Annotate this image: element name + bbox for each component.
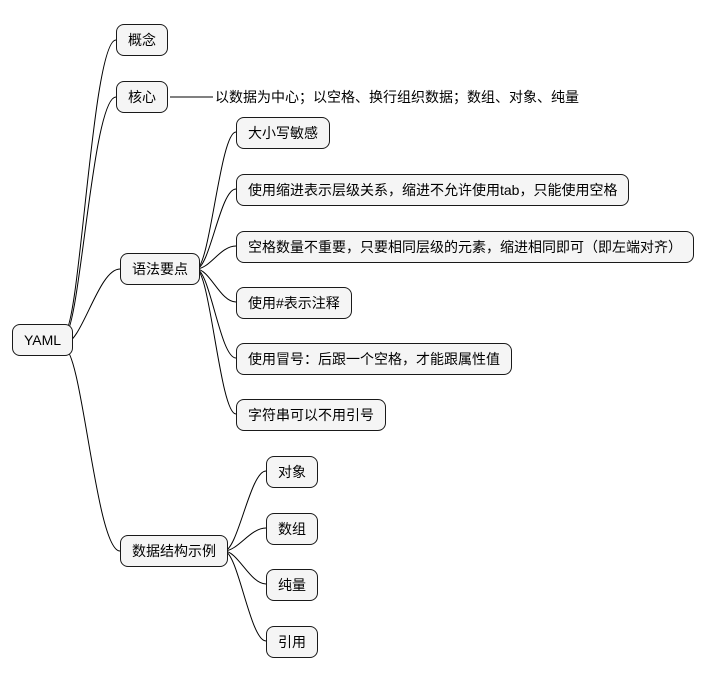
edge-examples-child-0 xyxy=(223,470,267,552)
node-syntax-space-count[interactable]: 空格数量不重要，只要相同层级的元素，缩进相同即可（即左端对齐） xyxy=(236,231,694,263)
edge-syntax-child-3 xyxy=(195,268,237,303)
node-core[interactable]: 核心 xyxy=(116,81,168,113)
edge-examples-child-2 xyxy=(223,550,267,585)
edge-syntax-child-0 xyxy=(195,131,237,270)
edge-yaml-examples xyxy=(63,347,121,552)
node-syntax[interactable]: 语法要点 xyxy=(120,253,200,285)
edge-yaml-concept xyxy=(63,39,117,334)
node-concept[interactable]: 概念 xyxy=(116,24,168,56)
edge-syntax-child-4 xyxy=(195,268,237,359)
node-example-object[interactable]: 对象 xyxy=(266,456,318,488)
node-example-reference[interactable]: 引用 xyxy=(266,626,318,658)
node-example-scalar[interactable]: 纯量 xyxy=(266,569,318,601)
node-example-array[interactable]: 数组 xyxy=(266,513,318,545)
node-syntax-case-sensitive[interactable]: 大小写敏感 xyxy=(236,117,330,149)
node-syntax-comment[interactable]: 使用#表示注释 xyxy=(236,287,352,319)
edge-syntax-child-1 xyxy=(195,188,237,270)
node-core-note[interactable]: 以数据为中心；以空格、换行组织数据；数组、对象、纯量 xyxy=(215,89,579,105)
node-examples[interactable]: 数据结构示例 xyxy=(120,535,228,567)
node-syntax-colon[interactable]: 使用冒号：后跟一个空格，才能跟属性值 xyxy=(236,343,512,375)
edge-yaml-core xyxy=(63,96,117,337)
edge-syntax-child-2 xyxy=(195,245,237,270)
edge-examples-child-1 xyxy=(223,527,267,552)
node-syntax-string-quotes[interactable]: 字符串可以不用引号 xyxy=(236,399,386,431)
edge-examples-child-3 xyxy=(223,550,267,642)
edge-syntax-child-5 xyxy=(195,268,237,415)
node-yaml[interactable]: YAML xyxy=(12,324,74,356)
node-syntax-indentation[interactable]: 使用缩进表示层级关系，缩进不允许使用tab，只能使用空格 xyxy=(236,174,630,206)
